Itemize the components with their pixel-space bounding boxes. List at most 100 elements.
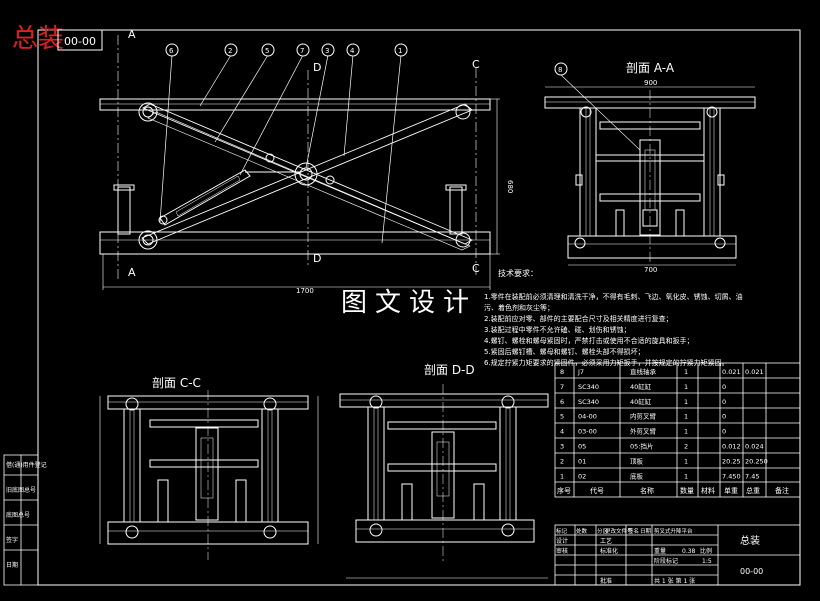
title-block-grid [554,524,801,586]
tb-designer: 设计 [556,537,568,545]
section-cc-title: 剖面 C-C [152,376,201,390]
front-view [99,35,500,290]
section-mark-d-bottom: D [313,252,321,265]
bom-cell: 1 [684,428,688,436]
svg-text:2: 2 [228,47,232,55]
bom-cell: 0.021 [745,368,764,376]
tb-weight: 0.38 [682,548,696,555]
bom-cell: 02 [578,472,586,480]
note-line-1: 1.零件在装配前必须清理和清洗干净，不得有毛刺、飞边、氧化皮、锈蚀、切屑、油 [484,292,743,301]
section-aa-title: 剖面 A-A [626,61,675,75]
section-mark-a-bottom: A [128,266,136,279]
bom-table-grid [554,362,801,498]
bom-cell: 8 [560,368,564,376]
notes-heading: 技术要求： [498,268,538,278]
tb-date: 日期 [640,528,652,535]
section-dd-title: 剖面 D-D [424,363,475,377]
bom-cell: 0.024 [745,443,764,451]
bom-cell: 3 [560,443,564,451]
stamp-code-box [57,29,103,51]
balloon-5: 5 [261,43,275,57]
balloon-6: 6 [165,43,179,57]
bom-cell: 0 [722,413,726,421]
bom-cell: 7 [560,383,564,391]
tb-drawing-name: 总装 [740,534,760,547]
bom-cell: 1 [684,368,688,376]
bom-cell: 5 [560,413,564,421]
bom-cell: 04-00 [578,413,597,421]
bom-cell: 05:挡片 [630,442,653,451]
svg-text:3: 3 [325,47,329,55]
bom-cell: 直线轴承 [630,367,657,376]
bom-cell: 6 [560,398,564,406]
bom-cell: 4 [560,428,564,436]
svg-text:4: 4 [350,47,355,55]
bom-cell: 2 [560,457,564,465]
section-mark-c-top: C [472,58,480,71]
note-line-5: 4.螺钉、螺栓和螺母紧固时，严禁打击或使用不合适的旋具和扳手； [484,336,694,345]
dim-length-1700: 1700 [296,287,314,295]
tb-drawing-code: 00-00 [740,567,763,576]
bom-cell: 01 [578,457,586,465]
balloon-2: 2 [224,43,238,57]
bom-cell: 1 [684,383,688,391]
tb-scale: 1:5 [702,558,712,565]
tb-change-doc: 更改文件号 [605,527,633,535]
bom-cell: 0 [722,383,726,391]
bom-header-cell: 材料 [701,486,715,495]
bom-cell: 20.250 [745,457,768,465]
side-strip-5: 日期 [6,561,18,569]
note-line-7: 6.规定拧紧力矩要求的紧固件，必须采用力矩扳手，并按规定的拧紧力矩紧固。 [484,358,729,367]
stamp-title: 总装 [12,24,64,54]
bom-cell: 0.012 [722,443,741,451]
bom-cell: 1 [684,472,688,480]
svg-text:6: 6 [169,47,174,55]
dim-aa-900: 900 [644,79,657,87]
side-strip-2: 旧底图总号 [6,486,36,494]
bom-cell: 底板 [630,471,644,480]
bom-cell: 内剪叉臂 [630,412,657,421]
tb-mark: 标记 [556,527,568,535]
tb-approve: 批准 [600,577,612,585]
svg-text:1: 1 [398,47,402,55]
bom-header-cell: 数量 [680,486,694,495]
svg-text:5: 5 [265,47,269,55]
note-line-2: 污、着色剂和灰尘等； [484,303,554,312]
svg-text:7: 7 [300,47,304,55]
section-mark-a-top: A [128,28,136,41]
tb-count: 处数 [576,527,588,535]
dim-height-680: 680 [506,180,514,193]
bom-header-cell: 总重 [746,486,760,495]
side-registration-strip [3,454,39,586]
stamp-code: 00-00 [64,35,96,48]
section-aa-view [544,74,756,266]
section-dd-view [339,384,549,579]
bom-cell: 0 [722,398,726,406]
bom-cell: 7.450 [722,472,741,480]
bom-header-cell: 备注 [775,486,789,495]
side-strip-4: 签字 [6,536,18,544]
bom-cell: 7.45 [745,472,759,480]
tb-zone: 分区 [597,527,609,535]
note-line-6: 5.紧固后螺钉槽、螺母和螺钉、螺栓头部不得损坏； [484,347,645,356]
bom-cell: 03-00 [578,428,597,436]
tb-process: 工艺 [600,537,612,545]
section-mark-c-bottom: C [472,262,480,275]
bom-cell: 40缸缸 [630,382,652,391]
bom-cell: 顶板 [630,456,644,465]
bom-cell: 1 [684,413,688,421]
bom-header-row: 序号 代号 名称 数量 材料 单重 总重 备注 [557,486,789,495]
section-mark-d-top: D [313,61,321,74]
tb-standard: 标准化 [600,547,618,555]
bom-header-cell: 代号 [590,486,604,495]
bom-cell: 20.25 [722,457,741,465]
balloon-7: 7 [296,43,310,57]
bom-header-cell: 单重 [724,486,738,495]
tb-checker: 审核 [556,547,568,555]
tb-design-name: 剪叉式升降平台 [654,527,693,535]
svg-text:8: 8 [558,66,562,74]
section-cc-view [99,390,319,560]
note-line-4: 3.装配过程中零件不允许磕、碰、划伤和锈蚀； [484,325,631,334]
bom-cell: SC340 [578,383,599,391]
